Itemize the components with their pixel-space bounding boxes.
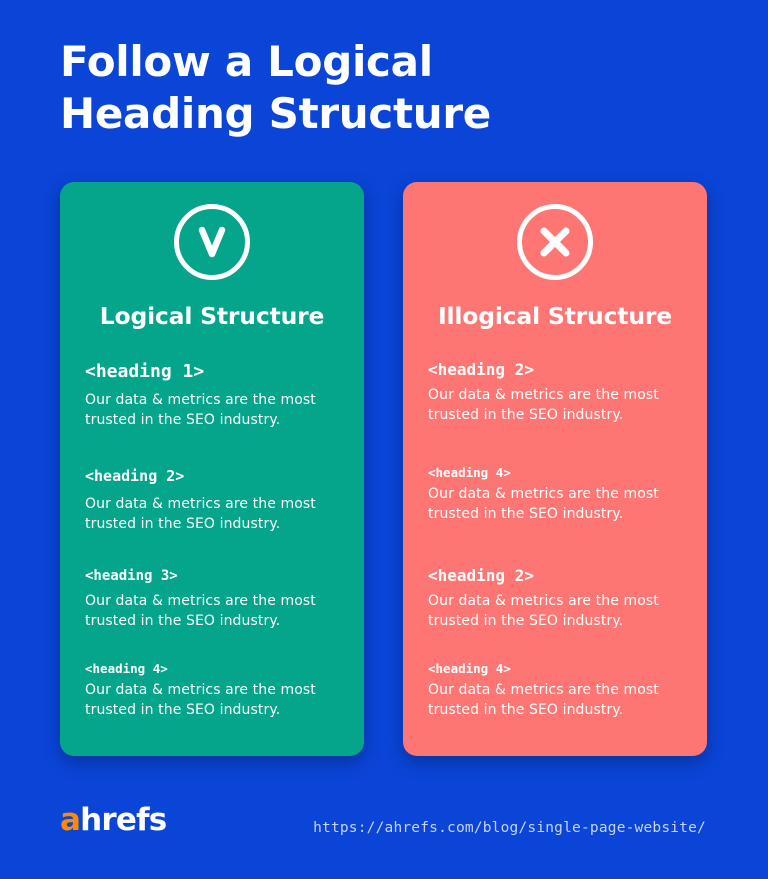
heading-label: <heading 2> bbox=[428, 360, 534, 379]
logo-letter-a: a bbox=[60, 802, 81, 838]
heading-example: <heading 2> Our data & metrics are the m… bbox=[428, 358, 698, 425]
example-text-line: trusted in the SEO industry. bbox=[85, 516, 281, 532]
logical-structure-title: Logical Structure bbox=[99, 302, 325, 330]
example-text-line: Our data & metrics are the most bbox=[85, 593, 316, 609]
example-text: Our data & metrics are the most trusted … bbox=[428, 680, 698, 720]
check-icon bbox=[174, 204, 250, 280]
illogical-structure-card: Illogical Structure <heading 2> Our data… bbox=[403, 182, 707, 756]
example-text-line: Our data & metrics are the most bbox=[428, 387, 659, 403]
example-text: Our data & metrics are the most trusted … bbox=[428, 385, 698, 425]
heading-label: <heading 3> bbox=[85, 568, 178, 584]
example-text-line: trusted in the SEO industry. bbox=[428, 613, 624, 629]
heading-label: <heading 4> bbox=[428, 661, 511, 676]
heading-example: <heading 1> Our data & metrics are the m… bbox=[85, 360, 355, 430]
example-text-line: trusted in the SEO industry. bbox=[428, 407, 624, 423]
example-text-line: trusted in the SEO industry. bbox=[428, 506, 624, 522]
page-title: Follow a Logical Heading Structure bbox=[60, 36, 680, 140]
example-text: Our data & metrics are the most trusted … bbox=[85, 591, 355, 631]
heading-label: <heading 4> bbox=[428, 465, 511, 480]
heading-label: <heading 2> bbox=[85, 467, 185, 485]
example-text-line: Our data & metrics are the most bbox=[428, 682, 659, 698]
example-text: Our data & metrics are the most trusted … bbox=[85, 680, 355, 720]
example-text-line: Our data & metrics are the most bbox=[85, 682, 316, 698]
example-text-line: trusted in the SEO industry. bbox=[85, 412, 281, 428]
page-title-line-2: Heading Structure bbox=[60, 89, 491, 138]
illogical-structure-title: Illogical Structure bbox=[438, 302, 672, 330]
example-text: Our data & metrics are the most trusted … bbox=[85, 390, 355, 430]
example-text-line: Our data & metrics are the most bbox=[85, 392, 316, 408]
heading-label: <heading 1> bbox=[85, 361, 205, 382]
logo-wordmark: hrefs bbox=[80, 802, 167, 838]
page-title-line-1: Follow a Logical bbox=[60, 37, 433, 86]
example-text-line: trusted in the SEO industry. bbox=[428, 702, 624, 718]
x-icon bbox=[517, 204, 593, 280]
example-text-line: Our data & metrics are the most bbox=[85, 496, 316, 512]
heading-example: <heading 4> Our data & metrics are the m… bbox=[85, 660, 355, 720]
logical-structure-card: Logical Structure <heading 1> Our data &… bbox=[60, 182, 364, 756]
example-text: Our data & metrics are the most trusted … bbox=[428, 591, 698, 631]
heading-example: <heading 2> Our data & metrics are the m… bbox=[85, 464, 355, 534]
example-text: Our data & metrics are the most trusted … bbox=[85, 494, 355, 534]
ahrefs-logo: ahrefs bbox=[60, 800, 167, 840]
example-text-line: Our data & metrics are the most bbox=[428, 486, 659, 502]
heading-label: <heading 2> bbox=[428, 566, 534, 585]
example-text-line: trusted in the SEO industry. bbox=[85, 702, 281, 718]
example-text: Our data & metrics are the most trusted … bbox=[428, 484, 698, 524]
example-text-line: Our data & metrics are the most bbox=[428, 593, 659, 609]
heading-example: <heading 4> Our data & metrics are the m… bbox=[428, 660, 698, 720]
example-text-line: trusted in the SEO industry. bbox=[85, 613, 281, 629]
source-url: https://ahrefs.com/blog/single-page-webs… bbox=[313, 820, 706, 836]
heading-example: <heading 4> Our data & metrics are the m… bbox=[428, 464, 698, 524]
heading-example: <heading 3> Our data & metrics are the m… bbox=[85, 564, 355, 631]
heading-example: <heading 2> Our data & metrics are the m… bbox=[428, 564, 698, 631]
heading-label: <heading 4> bbox=[85, 661, 168, 676]
